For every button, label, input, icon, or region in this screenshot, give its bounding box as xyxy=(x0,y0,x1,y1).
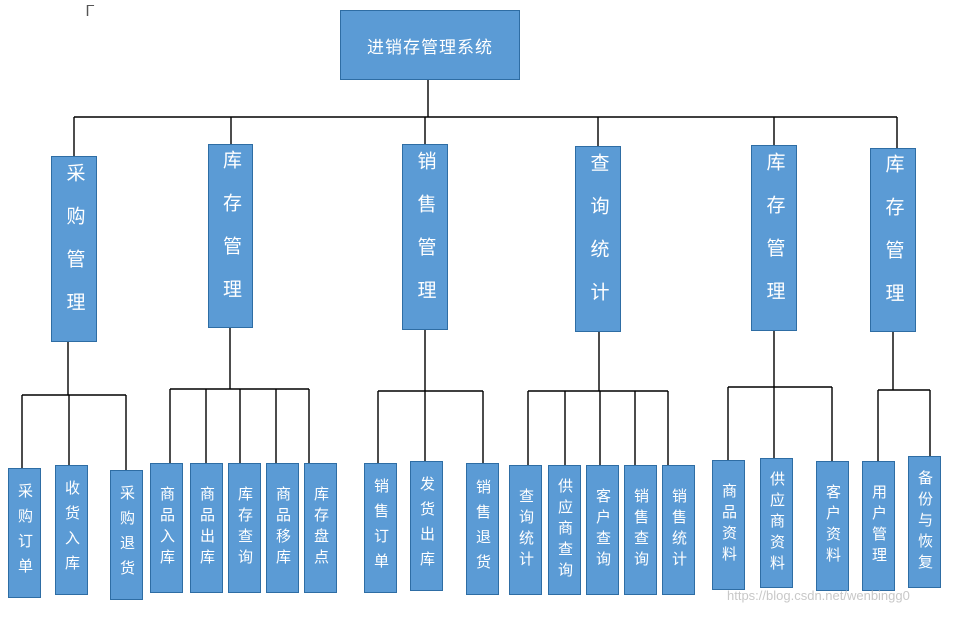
leaf-label: 供应商资料 xyxy=(768,470,786,576)
leaf-node: 客户资料 xyxy=(816,461,849,591)
leaf-node: 采购退货 xyxy=(110,470,143,600)
leaf-label: 供应商查询 xyxy=(556,477,574,583)
leaf-node: 供应商查询 xyxy=(548,465,581,595)
leaf-node: 收货入库 xyxy=(55,465,88,595)
leaf-node: 商品移库 xyxy=(266,463,299,593)
module-label: 库存管理 xyxy=(882,154,905,326)
leaf-label: 销售统计 xyxy=(670,488,688,572)
leaf-node: 发货出库 xyxy=(410,461,443,591)
leaf-label: 客户查询 xyxy=(594,488,612,572)
module-sales: 销售管理 xyxy=(402,144,448,330)
module-label: 采购管理 xyxy=(63,163,86,335)
leaf-label: 客户资料 xyxy=(824,484,842,568)
leaf-label: 发货出库 xyxy=(418,476,436,576)
leaf-node: 用户管理 xyxy=(862,461,895,591)
module-label: 销售管理 xyxy=(414,151,437,323)
leaf-node: 供应商资料 xyxy=(760,458,793,588)
module-inventory-2: 库存管理 xyxy=(751,145,797,331)
module-label: 库存管理 xyxy=(763,152,786,324)
leaf-label: 库存查询 xyxy=(236,486,254,570)
leaf-label: 备份与恢复 xyxy=(916,469,934,575)
leaf-label: 查询统计 xyxy=(517,488,535,572)
system-root-node: 进销存管理系统 xyxy=(340,10,520,80)
leaf-node: 查询统计 xyxy=(509,465,542,595)
leaf-label: 商品出库 xyxy=(198,486,216,570)
module-query-stats: 查询统计 xyxy=(575,146,621,332)
leaf-label: 商品移库 xyxy=(274,486,292,570)
leaf-label: 销售查询 xyxy=(632,488,650,572)
leaf-node: 备份与恢复 xyxy=(908,456,941,588)
leaf-label: 销售退货 xyxy=(474,479,492,579)
leaf-node: 销售退货 xyxy=(466,463,499,595)
watermark: https://blog.csdn.net/wenbingg0 xyxy=(727,588,910,603)
leaf-node: 销售查询 xyxy=(624,465,657,595)
leaf-label: 商品入库 xyxy=(158,486,176,570)
module-label: 查询统计 xyxy=(587,153,610,325)
leaf-node: 销售统计 xyxy=(662,465,695,595)
module-inventory-3: 库存管理 xyxy=(870,148,916,332)
leaf-node: 销售订单 xyxy=(364,463,397,593)
leaf-node: 采购订单 xyxy=(8,468,41,598)
leaf-label: 采购订单 xyxy=(16,483,34,583)
leaf-node: 库存查询 xyxy=(228,463,261,593)
leaf-node: 商品资料 xyxy=(712,460,745,590)
leaf-node: 客户查询 xyxy=(586,465,619,595)
module-label: 库存管理 xyxy=(220,150,242,322)
leaf-node: 库存盘点 xyxy=(304,463,337,593)
module-purchase: 采购管理 xyxy=(51,156,97,342)
leaf-label: 采购退货 xyxy=(118,485,136,585)
leaf-label: 库存盘点 xyxy=(312,486,330,570)
cursor-mark: Ꮁ xyxy=(86,2,95,20)
leaf-label: 销售订单 xyxy=(372,478,390,578)
module-inventory: 库存管理 xyxy=(208,144,253,328)
leaf-node: 商品出库 xyxy=(190,463,223,593)
leaf-label: 收货入库 xyxy=(63,480,81,580)
leaf-node: 商品入库 xyxy=(150,463,183,593)
leaf-label: 用户管理 xyxy=(870,484,888,568)
system-title: 进销存管理系统 xyxy=(367,37,493,58)
leaf-label: 商品资料 xyxy=(720,483,738,567)
